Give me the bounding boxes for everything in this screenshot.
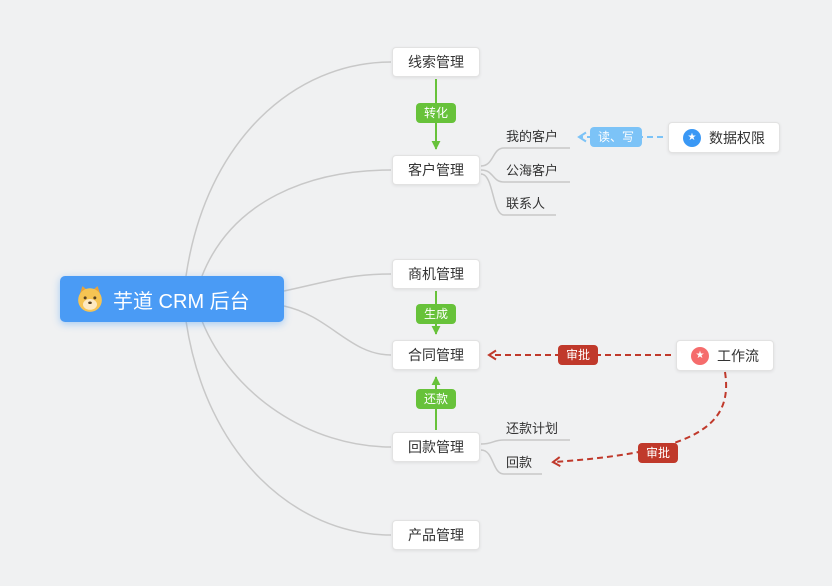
- node-lead-management: 线索管理: [392, 47, 480, 77]
- doge-icon: [76, 285, 104, 313]
- star-icon: ★: [691, 346, 709, 365]
- node-public-customers: 公海客户: [506, 163, 559, 178]
- node-contract-management: 合同管理: [392, 340, 480, 370]
- badge-approve-receivable: 审批: [637, 443, 679, 463]
- data-permission-label: 数据权限: [709, 129, 765, 146]
- badge-read-write: 读、写: [589, 127, 643, 147]
- branch-connectors: [185, 61, 570, 536]
- approve-payment-arrow: [551, 371, 728, 467]
- badge-repay: 还款: [415, 389, 457, 409]
- root-node-label: 芋道 CRM 后台: [113, 290, 250, 313]
- node-payment: 回款: [506, 455, 533, 470]
- star-icon: ★: [683, 128, 701, 147]
- node-receivable-management: 回款管理: [392, 432, 480, 462]
- approval-arrows: [487, 349, 728, 467]
- branch-to-public-customers: [480, 169, 570, 183]
- branch-to-my-customers: [480, 147, 570, 167]
- node-data-permission: ★ 数据权限: [668, 122, 780, 153]
- branch-to-repayment-plan: [480, 439, 570, 445]
- node-workflow: ★ 工作流: [676, 340, 774, 371]
- badge-approve-contract: 审批: [557, 345, 599, 365]
- root-node-crm: 芋道 CRM 后台: [60, 276, 284, 322]
- branch-to-contacts: [480, 173, 556, 216]
- branch-to-payment: [480, 449, 542, 475]
- node-repayment-plan: 还款计划: [506, 421, 559, 436]
- branch-to-product: [185, 320, 392, 536]
- branch-to-opportunity: [283, 273, 392, 292]
- branch-to-customer: [201, 169, 392, 277]
- node-customer-management: 客户管理: [392, 155, 480, 185]
- badge-generate: 生成: [415, 304, 457, 324]
- node-product-management: 产品管理: [392, 520, 480, 550]
- node-my-customers: 我的客户: [506, 129, 559, 144]
- badge-convert: 转化: [415, 103, 457, 123]
- node-opportunity-management: 商机管理: [392, 259, 480, 289]
- branch-to-lead: [185, 61, 392, 277]
- workflow-label: 工作流: [717, 347, 759, 364]
- branch-to-receivable: [201, 320, 392, 448]
- node-contacts: 联系人: [506, 196, 546, 211]
- branch-to-contract: [283, 305, 392, 356]
